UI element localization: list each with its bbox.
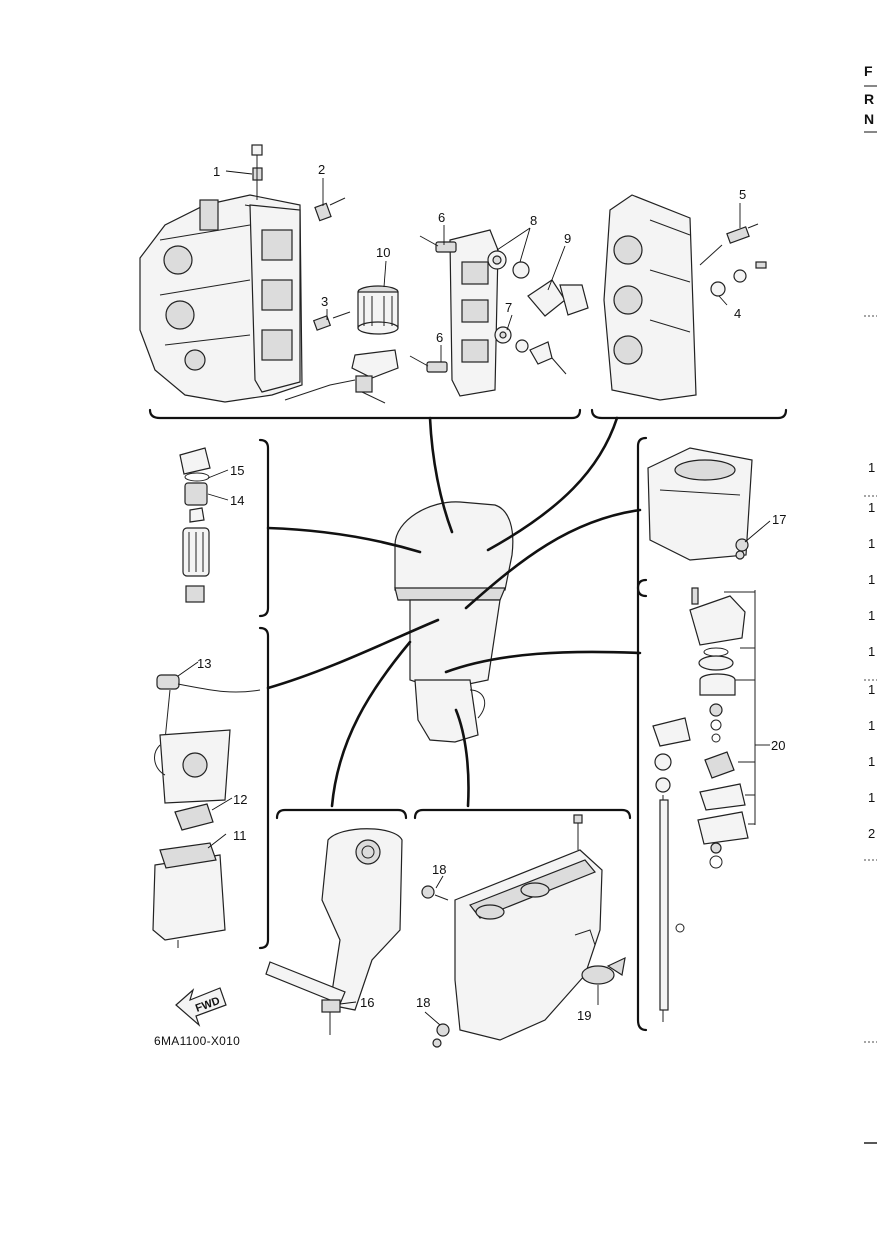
part-12-pump	[174, 803, 214, 831]
fwd-arrow-icon: FWD	[175, 987, 227, 1027]
cylinder-head-middle	[449, 229, 499, 397]
vapor-separator-top	[154, 729, 231, 804]
right-edge-column: F R N 1 1 1 1 1 1 1 1 1 1 2	[864, 63, 877, 1144]
callout-2: 2	[318, 162, 325, 177]
edge-row-number: 1	[868, 608, 875, 623]
part-18-lower-bolt	[432, 1023, 450, 1048]
cylinder-head-right	[603, 194, 697, 401]
edge-row-number: 1	[868, 500, 875, 515]
fuel-hose-13	[156, 674, 261, 741]
part-4-fitting	[710, 261, 767, 297]
callout-8: 8	[530, 213, 537, 228]
edge-row-number: 1	[868, 790, 875, 805]
callout-1: 1	[213, 164, 220, 179]
callout-19: 19	[577, 1008, 591, 1023]
part-6-upper-pin	[419, 235, 457, 253]
callout-15: 15	[230, 463, 244, 478]
cylinder-block	[139, 194, 303, 403]
part-3-fitting	[312, 311, 351, 331]
oil-filter-assembly	[284, 285, 399, 404]
edge-row-number: 1	[868, 718, 875, 733]
outboard-motor-silhouette	[394, 501, 514, 743]
edge-letter-n: N	[864, 111, 874, 127]
callout-10: 10	[376, 245, 390, 260]
callout-7: 7	[505, 300, 512, 315]
part-11-separator-tank	[152, 842, 226, 948]
callout-9: 9	[564, 231, 571, 246]
callout-5: 5	[739, 187, 746, 202]
callout-6-upper: 6	[438, 210, 445, 225]
callout-18-lower: 18	[416, 995, 430, 1010]
oil-pan-17	[647, 447, 753, 561]
callout-numbers: 1 2 3 4 5 6 6 7 8 9 10 11 12 13 14 15 16…	[197, 162, 786, 1023]
part-19-anode	[581, 956, 626, 985]
water-pump-20	[652, 587, 756, 1022]
top-brackets	[148, 408, 788, 420]
edge-row-number: 1	[868, 572, 875, 587]
edge-row-number: 1	[868, 460, 875, 475]
diagram-reference-code: 6MA1100-X010	[154, 1034, 240, 1048]
edge-row-number: 1	[868, 754, 875, 769]
bottom-brackets	[275, 808, 632, 820]
callout-6-lower: 6	[436, 330, 443, 345]
edge-row-number: 1	[868, 536, 875, 551]
part-2-plate	[314, 197, 346, 222]
part-8-seal	[487, 250, 530, 279]
edge-row-number: 1	[868, 644, 875, 659]
callout-13: 13	[197, 656, 211, 671]
edge-row-number: 2	[868, 826, 875, 841]
fuel-filter-assembly	[179, 447, 211, 603]
callout-11: 11	[233, 828, 247, 843]
upper-casing-16	[265, 828, 403, 1035]
callout-14: 14	[230, 493, 244, 508]
part-1-cap	[251, 144, 263, 200]
callout-leaders	[177, 170, 771, 1026]
lower-unit	[454, 814, 603, 1041]
part-7-seal	[494, 326, 567, 375]
callout-18-upper: 18	[432, 862, 446, 877]
side-brackets	[258, 436, 648, 1032]
callout-3: 3	[321, 294, 328, 309]
callout-16: 16	[360, 995, 374, 1010]
callout-17: 17	[772, 512, 786, 527]
part-6-lower-pin	[409, 355, 448, 373]
part-18-upper-bolt	[421, 885, 449, 901]
edge-letter-f: F	[864, 63, 873, 79]
edge-row-number: 1	[868, 682, 875, 697]
group-connectors	[266, 416, 642, 808]
callout-4: 4	[734, 306, 741, 321]
callout-12: 12	[233, 792, 247, 807]
part-5-sensor	[699, 223, 759, 266]
callout-20: 20	[771, 738, 785, 753]
edge-letter-r: R	[864, 91, 874, 107]
part-9-gasket	[527, 279, 589, 317]
